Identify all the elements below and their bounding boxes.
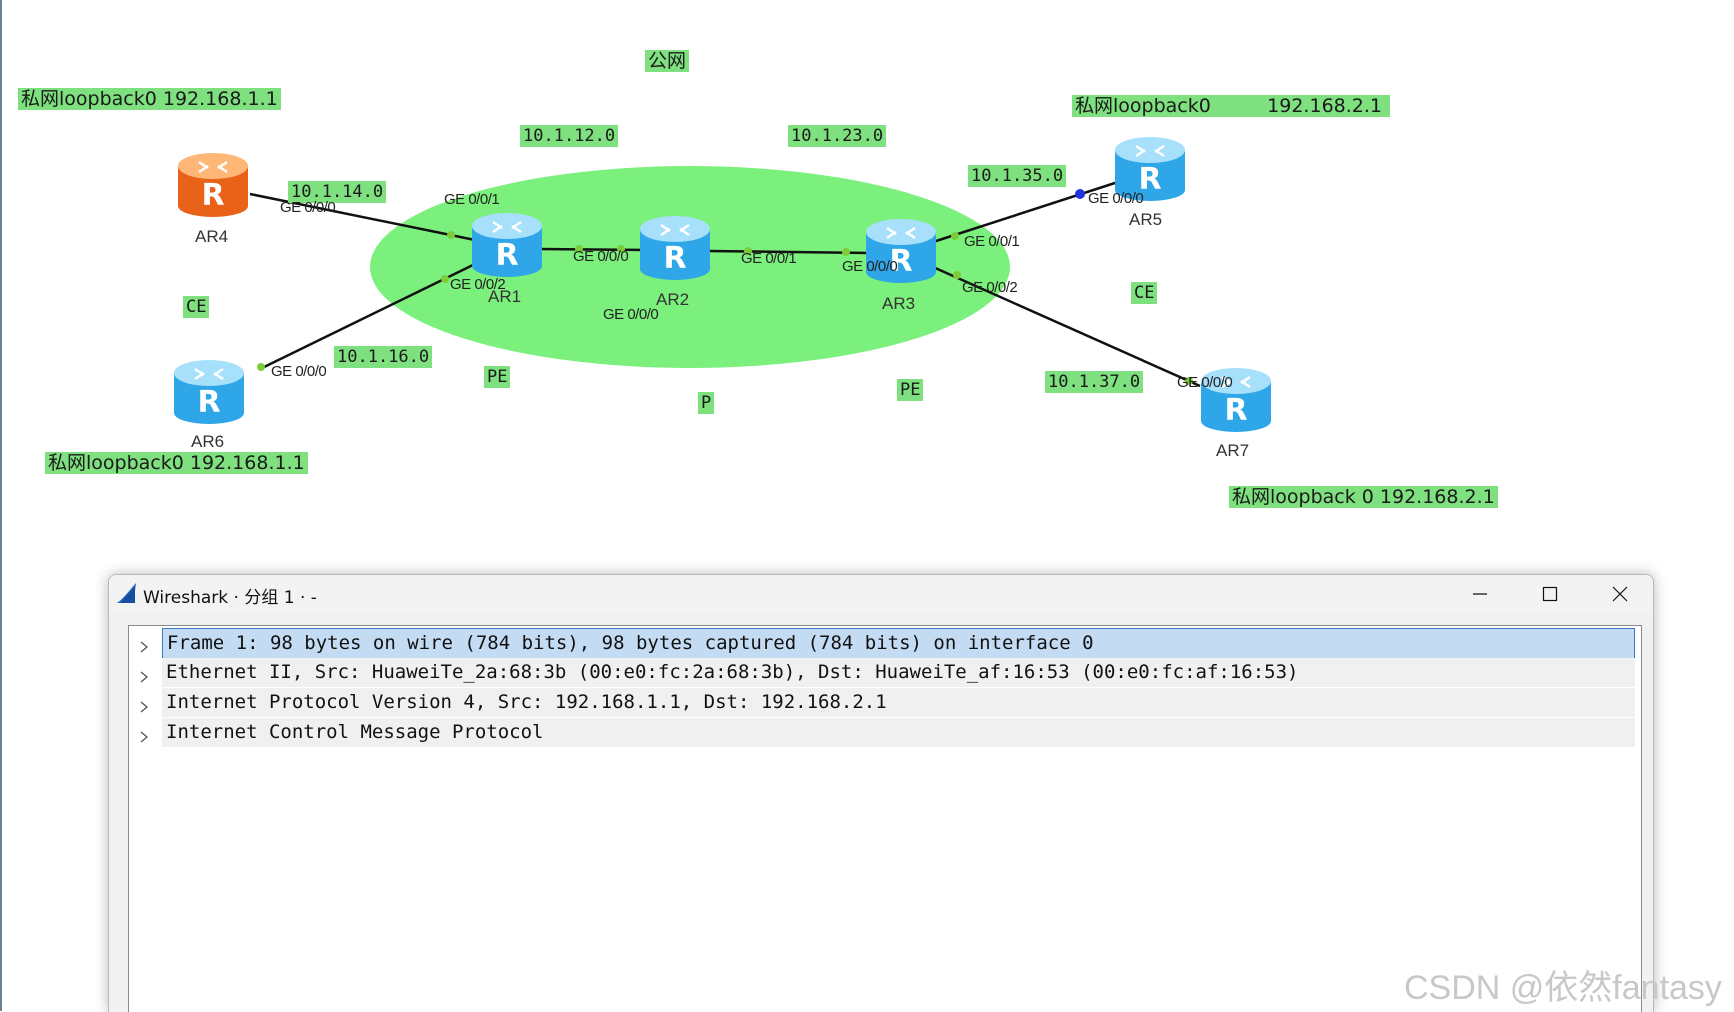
network-label-10-1-23: 10.1.23.0 — [788, 125, 887, 147]
port-label-ar3-ge000: GE 0/0/0 — [842, 258, 898, 275]
title-bar[interactable]: Wireshark · 分组 1 · - — [109, 575, 1653, 613]
port-dot — [951, 232, 959, 240]
port-dot — [1185, 377, 1193, 385]
port-dot — [257, 363, 265, 371]
port-dot — [441, 275, 449, 283]
tree-row-ethernet[interactable]: Ethernet II, Src: HuaweiTe_2a:68:3b (00:… — [129, 658, 1635, 688]
port-label-ar3-ge002: GE 0/0/2 — [962, 279, 1018, 296]
port-label-ar1-ge001: GE 0/0/1 — [444, 191, 500, 208]
router-label-ar6: AR6 — [191, 432, 225, 451]
router-icon-ar4[interactable]: R — [174, 148, 252, 220]
svg-text:R: R — [495, 238, 518, 273]
router-icon-ar2[interactable]: R — [636, 211, 714, 283]
network-label-10-1-14: 10.1.14.0 — [288, 181, 387, 203]
loopback-name-ar5: 私网loopback0 — [1075, 95, 1211, 117]
tree-row-text: Internet Protocol Version 4, Src: 192.16… — [162, 688, 1635, 717]
port-dot — [447, 231, 455, 239]
tree-row-icmp[interactable]: Internet Control Message Protocol — [129, 718, 1635, 748]
tree-row-frame[interactable]: Frame 1: 98 bytes on wire (784 bits), 98… — [129, 628, 1635, 659]
packet-details-tree[interactable]: Frame 1: 98 bytes on wire (784 bits), 98… — [128, 625, 1642, 1012]
window-title: Wireshark · 分组 1 · - — [143, 588, 317, 608]
router-label-ar4: AR4 — [195, 227, 229, 246]
pe-label-left: PE — [484, 366, 511, 388]
expand-chevron-icon[interactable] — [139, 666, 149, 688]
p-label: P — [698, 392, 715, 414]
link-ar6-ar1 — [259, 262, 476, 371]
csdn-watermark: CSDN @依然fantasy , — [1404, 969, 1734, 1007]
loopback-label-ar6: 私网loopback0 192.168.1.1 — [45, 452, 308, 474]
maximize-button[interactable] — [1517, 575, 1583, 613]
tree-row-text: Frame 1: 98 bytes on wire (784 bits), 98… — [162, 628, 1635, 659]
port-dot — [617, 245, 625, 253]
network-label-10-1-12: 10.1.12.0 — [520, 125, 619, 147]
port-label-ar6-ge000: GE 0/0/0 — [271, 363, 327, 380]
loopback-label-ar4: 私网loopback0 192.168.1.1 — [18, 88, 281, 110]
port-label-ar2-ge001: GE 0/0/1 — [741, 250, 797, 267]
close-button[interactable] — [1587, 575, 1653, 613]
ce-label-left: CE — [183, 296, 210, 318]
expand-chevron-icon[interactable] — [139, 696, 149, 718]
router-label-ar5: AR5 — [1129, 210, 1163, 229]
router-icon-ar3[interactable]: R — [862, 214, 940, 286]
network-label-10-1-37: 10.1.37.0 — [1045, 371, 1144, 393]
port-dot — [953, 271, 961, 279]
port-label-ar1-ge002: GE 0/0/2 — [450, 276, 506, 293]
router-icon-ar5[interactable]: R — [1111, 132, 1189, 204]
wireshark-fin-icon — [115, 581, 139, 609]
link-ar3-ar5 — [932, 180, 1119, 244]
port-dot — [744, 247, 752, 255]
port-label-ar7-ge000: GE 0/0/0 — [1177, 374, 1233, 391]
tree-row-text: Ethernet II, Src: HuaweiTe_2a:68:3b (00:… — [162, 658, 1635, 687]
router-icon-ar6[interactable]: R — [170, 355, 248, 427]
port-label-ar2-ge000: GE 0/0/0 — [603, 306, 659, 323]
router-label-ar2: AR2 — [656, 290, 690, 309]
loopback-ip-ar5: 192.168.2.1 — [1267, 95, 1382, 117]
port-dot-selected — [1075, 189, 1085, 199]
link-ar3-ar7 — [932, 265, 1201, 388]
link-ar1-ar2 — [537, 247, 646, 252]
maximize-icon — [1542, 586, 1558, 602]
port-dot — [575, 245, 583, 253]
port-label-ar1-ge000: GE 0/0/0 — [573, 248, 629, 265]
expand-chevron-icon[interactable] — [139, 726, 149, 748]
svg-text:R: R — [197, 385, 220, 420]
svg-text:R: R — [201, 178, 224, 213]
link-ar4-ar1 — [249, 192, 476, 242]
loopback-label-ar5: 私网loopback0 192.168.2.1 — [1072, 95, 1390, 117]
router-label-ar1: AR1 — [488, 287, 522, 306]
pe-label-right: PE — [897, 379, 924, 401]
svg-text:R: R — [663, 241, 686, 276]
minimize-icon — [1473, 593, 1487, 595]
router-label-ar3: AR3 — [882, 294, 916, 313]
network-label-10-1-35: 10.1.35.0 — [968, 165, 1067, 187]
router-icon-ar7[interactable]: R — [1197, 363, 1275, 435]
ce-label-right: CE — [1131, 282, 1158, 304]
minimize-button[interactable] — [1447, 575, 1513, 613]
tree-row-text: Internet Control Message Protocol — [162, 718, 1635, 747]
svg-text:R: R — [889, 244, 912, 279]
svg-text:R: R — [1224, 393, 1247, 428]
router-icon-ar1[interactable]: R — [468, 208, 546, 280]
port-label-ar4-ge000: GE 0/0/0 — [280, 199, 336, 216]
tree-row-ipv4[interactable]: Internet Protocol Version 4, Src: 192.16… — [129, 688, 1635, 718]
svg-text:R: R — [1138, 162, 1161, 197]
port-dot — [842, 248, 850, 256]
close-icon — [1612, 586, 1628, 602]
expand-chevron-icon[interactable] — [139, 636, 149, 658]
wireshark-packet-window[interactable]: Wireshark · 分组 1 · - Frame 1: 98 bytes o… — [108, 574, 1654, 1012]
left-window-edge — [0, 0, 2, 1011]
router-label-ar7: AR7 — [1216, 441, 1250, 460]
port-label-ar3-ge001: GE 0/0/1 — [964, 233, 1020, 250]
loopback-label-ar7: 私网loopback 0 192.168.2.1 — [1229, 486, 1498, 508]
public-network-label: 公网 — [645, 50, 690, 72]
port-label-ar5-ge000: GE 0/0/0 — [1088, 190, 1144, 207]
network-label-10-1-16: 10.1.16.0 — [334, 346, 433, 368]
